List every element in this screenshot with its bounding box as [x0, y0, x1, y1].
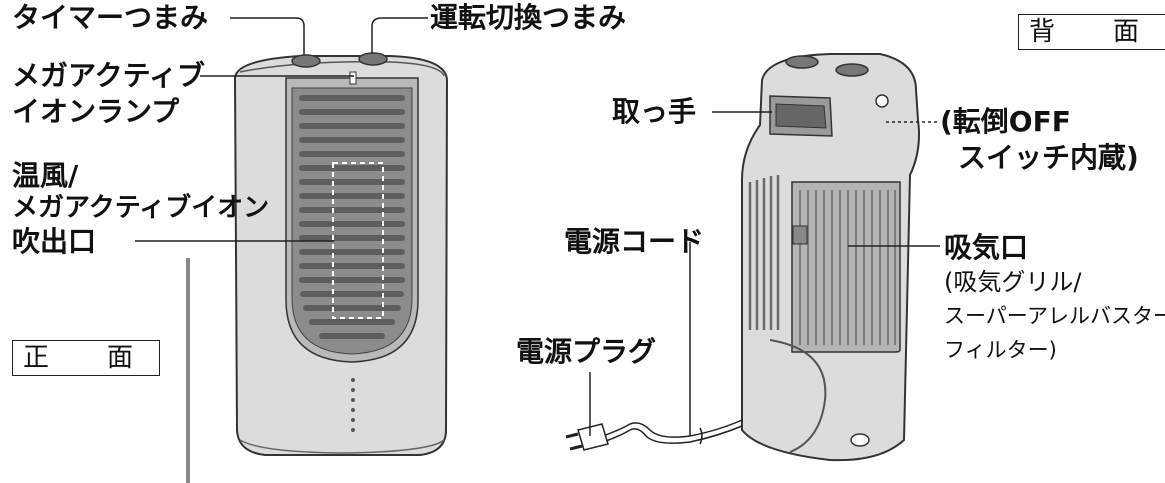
tip-over-switch: [875, 94, 889, 108]
label-outlet-line2: メガアクティブイオン: [12, 193, 270, 223]
label-outlet-line3: 吹出口: [12, 225, 97, 258]
power-plug: [565, 423, 609, 451]
front-leader-lines: [135, 17, 428, 483]
mode-knob: [358, 52, 388, 66]
label-cord: 電源コード: [564, 225, 705, 258]
label-mode-knob: 運転切換つまみ: [430, 1, 627, 34]
front-slats: [299, 95, 405, 339]
cord-holder: [769, 339, 827, 453]
ion-lamp: [349, 71, 357, 85]
back-bottom-hole: [850, 433, 870, 447]
front-unit: [233, 52, 449, 456]
back-knob-right: [835, 63, 869, 77]
power-cord: [599, 419, 743, 445]
front-indicator-dots: [351, 378, 355, 432]
back-knob-left: [785, 55, 819, 69]
front-view-label: 正 面: [12, 340, 161, 376]
label-ion-lamp-line2: イオンランプ: [12, 95, 180, 128]
intake-grille: [791, 181, 901, 353]
label-intake-detail-line3: フィルター): [944, 338, 1057, 362]
label-handle: 取っ手: [612, 95, 697, 128]
back-view-label: 背 面: [1018, 14, 1165, 50]
front-base: [239, 439, 445, 454]
label-timer-knob: タイマーつまみ: [12, 1, 209, 34]
label-ion-lamp-line1: メガアクティブ: [12, 59, 205, 92]
outlet-dashed-area: [332, 162, 384, 319]
back-unit: [741, 53, 920, 462]
label-intake-detail-line2: スーパーアレルバスター: [944, 304, 1165, 328]
back-leader-lines: [589, 111, 940, 436]
label-plug: 電源プラグ: [516, 335, 657, 368]
label-switch-line1: (転倒OFF: [940, 105, 1071, 138]
intake-tab: [792, 225, 808, 245]
timer-knob: [291, 54, 321, 68]
label-switch-line2: スイッチ内蔵): [958, 141, 1139, 174]
back-side-slats: [748, 175, 780, 330]
label-intake: 吸気口: [944, 231, 1029, 264]
label-intake-detail-line1: (吸気グリル/: [944, 268, 1082, 296]
intake-grille-lines: [799, 190, 896, 345]
label-outlet-line1: 温風/: [12, 159, 79, 192]
